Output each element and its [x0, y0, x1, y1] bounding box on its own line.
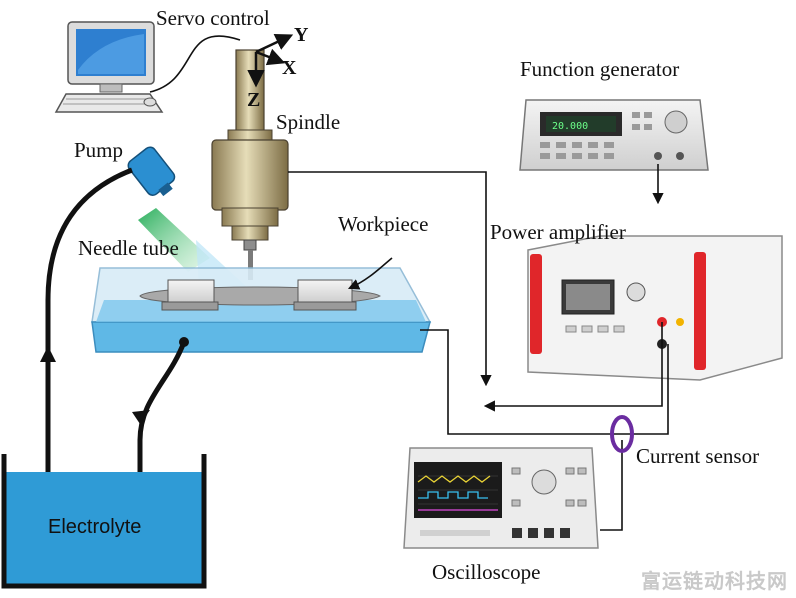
- current-sensor-icon: [610, 415, 634, 453]
- label-axis-x: X: [282, 57, 297, 79]
- supply-hose-arrow: [40, 346, 56, 362]
- svg-text:20.000: 20.000: [552, 121, 588, 132]
- label-workpiece: Workpiece: [338, 212, 429, 236]
- workpiece-lead: [347, 257, 393, 290]
- axes-icon: [247, 34, 294, 88]
- watermark: 富运链动科技网: [641, 569, 788, 593]
- power-amplifier: [527, 235, 783, 381]
- servo-cable: [149, 35, 241, 93]
- label-current-sensor: Current sensor: [636, 444, 760, 468]
- supply-hose: [45, 167, 133, 472]
- spindle-wire: [288, 171, 492, 387]
- workpiece-return-wire: [420, 329, 669, 435]
- function-generator: 20.000: [519, 99, 709, 171]
- label-oscilloscope: Oscilloscope: [432, 560, 541, 584]
- sensor-to-scope-wire: [600, 440, 623, 531]
- label-servo-control: Servo control: [156, 6, 270, 30]
- label-function-generator: Function generator: [520, 57, 680, 81]
- electrolyte-reservoir: [1, 454, 207, 589]
- spindle: [211, 49, 289, 280]
- label-pump: Pump: [74, 138, 124, 162]
- label-needle-tube: Needle tube: [78, 236, 179, 260]
- label-axis-y: Y: [294, 24, 309, 46]
- return-hose: [137, 341, 187, 472]
- label-spindle: Spindle: [276, 110, 341, 134]
- label-electrolyte: Electrolyte: [48, 516, 142, 538]
- computer-icon: [54, 21, 164, 113]
- label-axis-z: Z: [247, 89, 261, 111]
- label-power-amplifier: Power amplifier: [490, 220, 626, 244]
- electrolyte-bath: [91, 267, 432, 353]
- amp-to-spindle-wire: [483, 322, 663, 412]
- oscilloscope: [403, 447, 599, 549]
- return-hose-arrow: [132, 410, 150, 424]
- workpiece: [161, 279, 357, 311]
